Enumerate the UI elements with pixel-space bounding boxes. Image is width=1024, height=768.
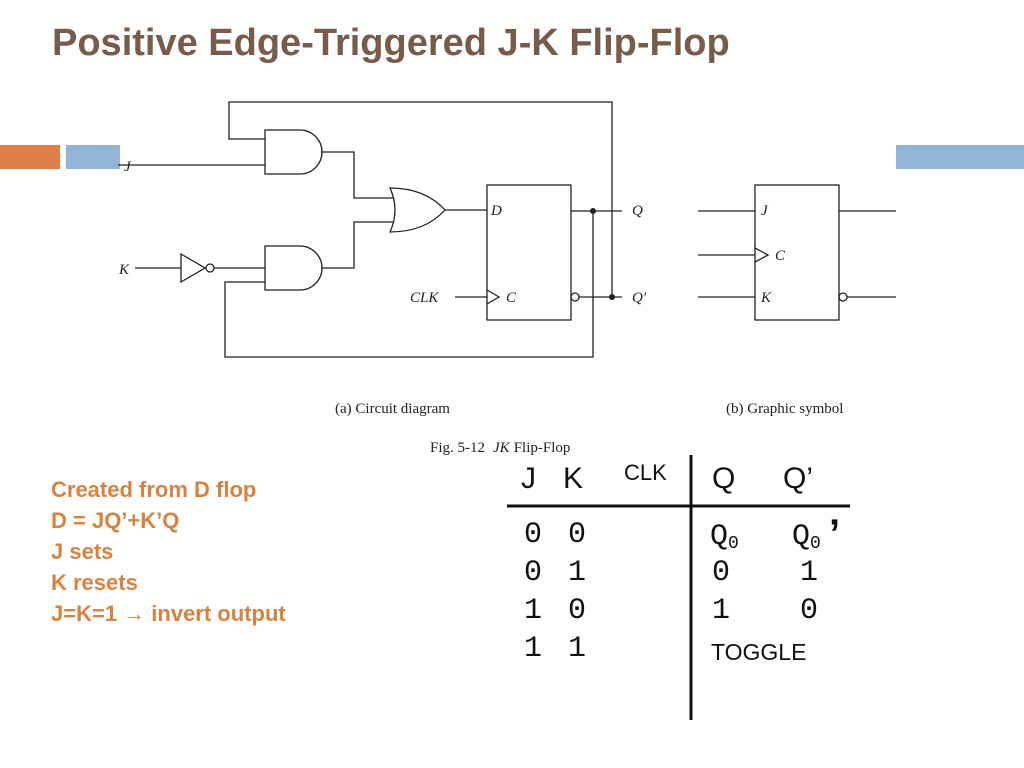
table-cell-qbar: 0 <box>800 594 819 628</box>
table-cell-qbar: 1 <box>800 556 819 590</box>
table-cell-k: 0 <box>568 594 587 628</box>
table-cell-k: 0 <box>568 518 587 552</box>
note-item: J sets <box>51 539 114 564</box>
caption-symbol: (b) Graphic symbol <box>726 401 843 417</box>
and-gate-1 <box>264 129 323 175</box>
figure-italic: JK <box>493 440 511 456</box>
table-cell-q: 0 <box>712 556 731 590</box>
note-item: J=K=1 → invert output <box>51 601 286 626</box>
table-cell-q-hold: Q0 <box>710 520 739 554</box>
wire-and2-or <box>321 221 393 269</box>
table-cell-j: 0 <box>524 556 543 590</box>
note-item: K resets <box>51 570 138 595</box>
clock-triangle <box>486 289 501 305</box>
notes-list: Created from D flop D = JQ’+K’Q J sets K… <box>51 474 286 629</box>
junction-qbar <box>609 294 615 300</box>
circuit-label-clk: CLK <box>410 290 439 306</box>
symbol-clock-triangle <box>754 247 770 263</box>
table-header-j: J <box>521 462 536 495</box>
table-header-clk: CLK <box>624 460 667 485</box>
accent-bar-orange <box>0 145 60 169</box>
symbol-label-k: K <box>760 290 772 306</box>
table-header-q: Q <box>712 462 736 495</box>
table-cell-k: 1 <box>568 556 587 590</box>
table-cell-k: 1 <box>568 632 587 666</box>
table-header-k: K <box>563 462 584 495</box>
accent-bar-blue-right <box>896 145 1024 169</box>
note-item: D = JQ’+K’Q <box>51 508 180 533</box>
table-cell-qbar-prime: ’ <box>829 512 841 556</box>
wire-and1-or <box>321 151 393 199</box>
circuit-label-k: K <box>118 262 130 278</box>
table-cell-j: 1 <box>524 594 543 628</box>
symbol-label-j: J <box>761 203 769 219</box>
table-cell-toggle: TOGGLE <box>711 639 807 665</box>
table-cell-j: 0 <box>524 518 543 552</box>
note-item: Created from D flop <box>51 477 257 502</box>
circuit-label-j: J <box>124 159 132 175</box>
table-cell-qbar-hold: Q0 <box>792 520 821 554</box>
inverter-bubble <box>205 263 215 273</box>
symbol-box <box>754 184 840 321</box>
circuit-label-q: Q <box>632 203 643 219</box>
wire-qbar-feedback <box>228 101 613 297</box>
figure-name: Flip-Flop <box>514 440 571 456</box>
inverter <box>180 252 207 284</box>
symbol-label-c: C <box>775 248 786 264</box>
or-gate <box>388 187 446 233</box>
circuit-label-qbar: Q′ <box>632 290 647 306</box>
and-gate-2 <box>264 245 323 291</box>
symbol-qbar-bubble <box>838 292 848 302</box>
qbar-bubble <box>570 292 580 302</box>
figure-number: Fig. 5-12 <box>430 440 485 456</box>
circuit-label-c: C <box>506 290 517 306</box>
junction-q <box>590 208 596 214</box>
caption-circuit: (a) Circuit diagram <box>335 401 450 417</box>
page-title: Positive Edge-Triggered J-K Flip-Flop <box>52 22 730 64</box>
circuit-label-d: D <box>490 203 502 219</box>
wire-q-feedback <box>224 211 594 358</box>
d-flip-flop <box>486 184 572 321</box>
table-cell-q: 1 <box>712 594 731 628</box>
table-cell-j: 1 <box>524 632 543 666</box>
table-header-qbar: Q’ <box>783 462 813 495</box>
accent-bar-blue-left <box>66 145 120 169</box>
